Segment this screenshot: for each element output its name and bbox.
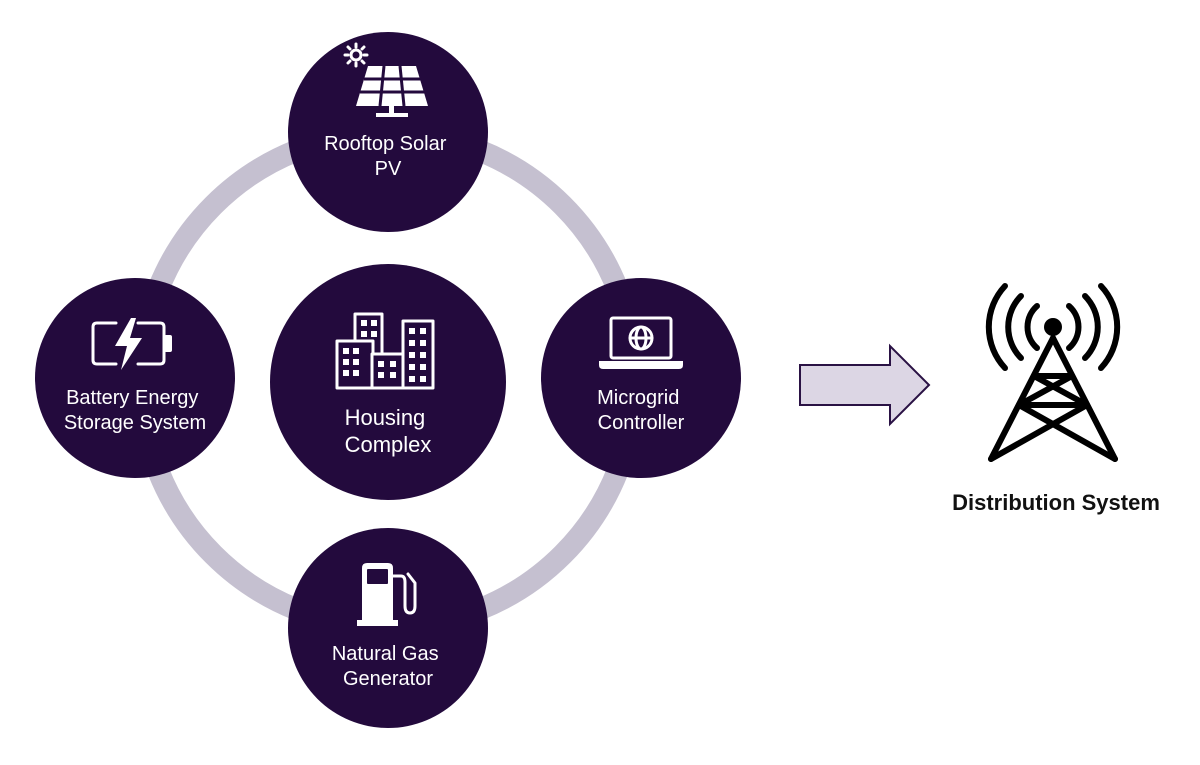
distribution-system: Distribution System — [952, 283, 1160, 515]
node-microgrid-controller: Microgrid Controller — [541, 278, 741, 478]
label-line: Battery Energy — [66, 387, 198, 409]
node-housing-complex: Housing Complex — [270, 264, 506, 500]
node-label-rooftop-solar-pv: Rooftop Solar PV — [324, 133, 452, 180]
node-label-battery-energy-storage: Battery Energy Storage System — [64, 387, 206, 434]
label-line: Natural Gas — [332, 643, 439, 665]
label-line: Storage System — [64, 412, 206, 434]
fuel-pump-icon — [357, 563, 417, 626]
label-line: Microgrid — [597, 387, 679, 409]
label-line: PV — [375, 158, 402, 180]
battery-charging-icon — [91, 318, 172, 370]
node-label-housing-complex: Housing Complex — [345, 405, 432, 457]
label-line: Controller — [598, 412, 685, 434]
distribution-system-label: Distribution System — [952, 490, 1160, 515]
office-buildings-icon — [335, 312, 435, 390]
label-line: Housing — [345, 405, 426, 430]
label-line: Rooftop Solar — [324, 133, 447, 155]
transmission-tower-icon — [985, 283, 1121, 462]
node-natural-gas-generator: Natural Gas Generator — [288, 528, 488, 728]
label-line: Complex — [345, 432, 432, 457]
laptop-globe-icon — [599, 316, 683, 369]
node-label-microgrid-controller: Microgrid Controller — [597, 387, 685, 434]
node-battery-energy-storage: Battery Energy Storage System — [35, 278, 235, 478]
arrow-right-icon — [799, 343, 931, 427]
node-label-natural-gas-generator: Natural Gas Generator — [332, 643, 444, 690]
solar-panel-icon — [343, 42, 428, 117]
label-line: Generator — [343, 668, 433, 690]
node-rooftop-solar-pv: Rooftop Solar PV — [288, 32, 488, 232]
